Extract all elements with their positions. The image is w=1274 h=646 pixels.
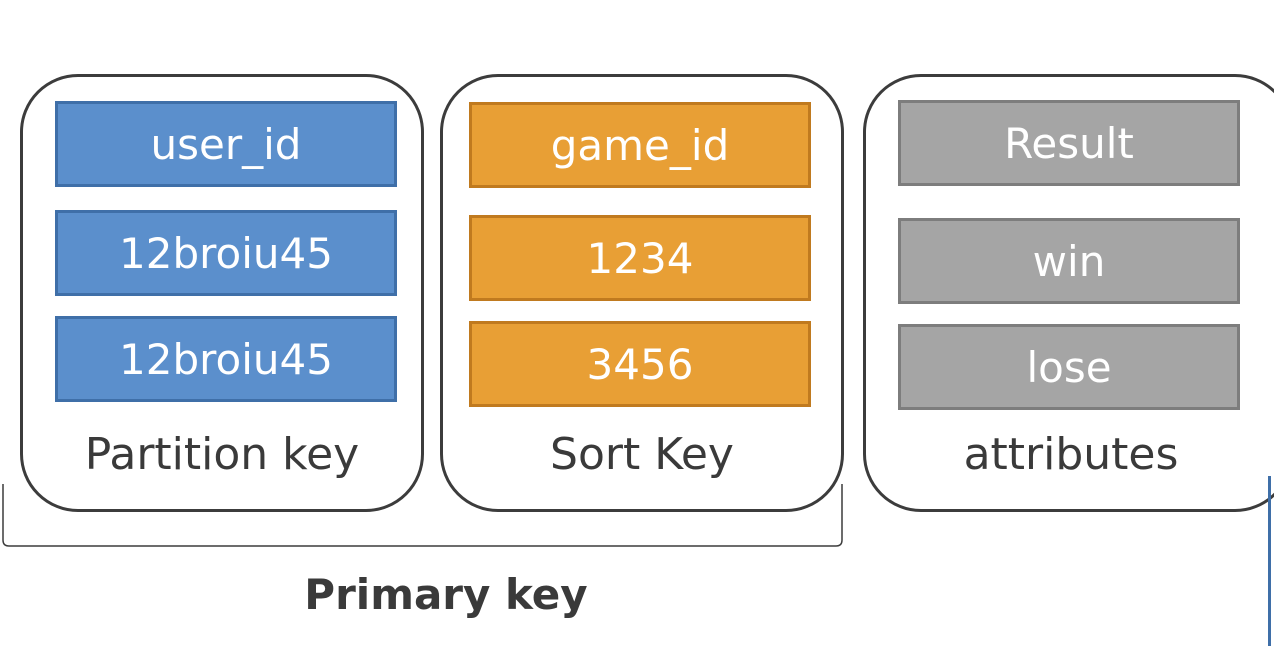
attributes-group: Result win lose attributes	[863, 74, 1274, 512]
sort-key-header: game_id	[550, 120, 730, 170]
attribute-value-cell: win	[898, 218, 1240, 304]
partition-key-value: 12broiu45	[119, 334, 333, 384]
partition-key-header: user_id	[150, 119, 302, 169]
sort-key-group: game_id 1234 3456 Sort Key	[440, 74, 844, 512]
attribute-value: lose	[1026, 342, 1112, 392]
sort-key-value: 3456	[586, 339, 694, 389]
attributes-label: attributes	[963, 429, 1179, 480]
partition-key-value: 12broiu45	[119, 228, 333, 278]
sort-key-value-cell: 1234	[469, 215, 811, 301]
sort-key-value-cell: 3456	[469, 321, 811, 407]
edge-divider-line	[1268, 476, 1271, 646]
partition-key-group: user_id 12broiu45 12broiu45 Partition ke…	[20, 74, 424, 512]
partition-key-value-cell: 12broiu45	[55, 210, 397, 296]
partition-key-header-cell: user_id	[55, 101, 397, 187]
sort-key-header-cell: game_id	[469, 102, 811, 188]
sort-key-value: 1234	[586, 233, 694, 283]
attribute-value-cell: lose	[898, 324, 1240, 410]
attribute-header-cell: Result	[898, 100, 1240, 186]
sort-key-label: Sort Key	[550, 429, 734, 480]
partition-key-label: Partition key	[84, 429, 360, 480]
primary-key-bracket	[2, 484, 843, 547]
primary-key-label: Primary key	[304, 570, 588, 619]
attribute-header: Result	[1004, 118, 1134, 168]
attribute-value: win	[1032, 236, 1106, 286]
partition-key-value-cell: 12broiu45	[55, 316, 397, 402]
